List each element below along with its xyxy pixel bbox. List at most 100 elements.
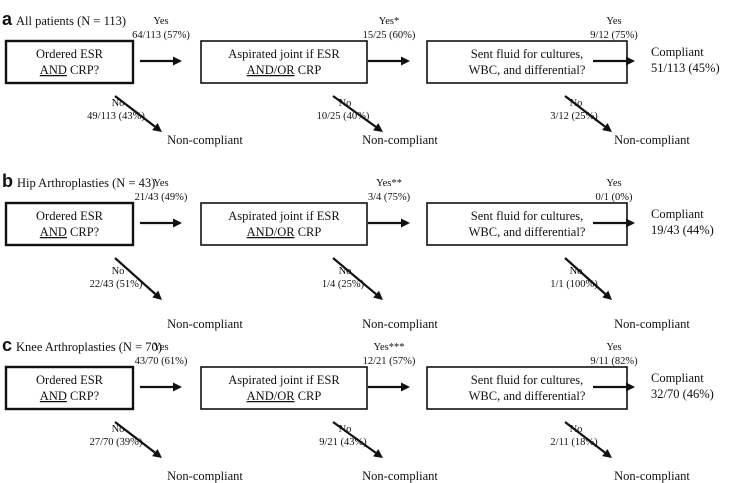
box-text-segment: CRP?	[67, 63, 100, 77]
decision-box-2: Aspirated joint if ESR AND/OR CRP	[200, 40, 368, 84]
box-text-line: AND CRP?	[40, 225, 100, 239]
underlined-keyword: AND	[40, 63, 67, 77]
yes-label: Yes	[153, 178, 168, 189]
box-text-line: AND/OR CRP	[247, 389, 322, 403]
noncompliant-outcome: Non-compliant	[167, 317, 243, 331]
noncompliant-outcome: Non-compliant	[614, 317, 690, 331]
box-text-line: Ordered ESR	[36, 373, 104, 387]
panel-b: b Hip Arthroplasties (N = 43) Ordered ESR A…	[2, 171, 714, 331]
yes-value: 12/21 (57%)	[363, 356, 416, 367]
yes-value: 0/1 (0%)	[595, 192, 633, 203]
panel-header: c Knee Arthroplasties (N = 70)	[2, 335, 162, 355]
no-arrow	[332, 257, 383, 300]
box-text-line: AND CRP?	[40, 389, 100, 403]
box-text-segment: Sent fluid for cultures,	[471, 47, 583, 61]
noncompliant-outcome: Non-compliant	[362, 133, 438, 147]
yes-label: Yes	[606, 342, 621, 353]
box-text-line: AND/OR CRP	[247, 63, 322, 77]
compliant-value: 19/43 (44%)	[651, 223, 714, 237]
box-text-segment: WBC, and differential?	[469, 389, 586, 403]
noncompliant-outcome: Non-compliant	[614, 133, 690, 147]
no-arrow	[332, 421, 383, 458]
box-text-segment: Ordered ESR	[36, 209, 104, 223]
box-text-segment: CRP?	[67, 389, 100, 403]
yes-value: 9/11 (82%)	[590, 356, 638, 367]
box-text-segment: Aspirated joint if ESR	[228, 373, 340, 387]
panel-letter: b	[2, 171, 13, 191]
box-text-line: Aspirated joint if ESR	[228, 47, 340, 61]
yes-value: 15/25 (60%)	[363, 30, 416, 41]
yes-arrow	[368, 382, 410, 392]
box-text-segment: Aspirated joint if ESR	[228, 47, 340, 61]
yes-value: 3/4 (75%)	[368, 192, 411, 203]
no-arrow	[564, 95, 612, 132]
box-text-segment: Aspirated joint if ESR	[228, 209, 340, 223]
yes-value: 64/113 (57%)	[132, 30, 190, 41]
yes-value: 9/12 (75%)	[590, 30, 638, 41]
box-text-line: Sent fluid for cultures,	[471, 47, 583, 61]
decision-box-1: Ordered ESR AND CRP?	[4, 201, 135, 247]
underlined-keyword: AND/OR	[247, 225, 296, 239]
yes-label: Yes***	[373, 342, 404, 353]
panel-letter: c	[2, 335, 12, 355]
no-label: No	[112, 98, 125, 109]
yes-arrow	[368, 218, 410, 228]
box-text-line: WBC, and differential?	[469, 225, 586, 239]
noncompliant-outcome: Non-compliant	[362, 317, 438, 331]
decision-box-2: Aspirated joint if ESR AND/OR CRP	[200, 202, 368, 246]
no-value: 9/21 (43%)	[319, 437, 367, 448]
yes-arrow	[593, 382, 635, 392]
no-value: 49/113 (43%)	[87, 111, 145, 122]
box-text-line: Ordered ESR	[36, 47, 104, 61]
yes-label: Yes	[606, 178, 621, 189]
panel-title: Knee Arthroplasties (N = 70)	[16, 340, 162, 354]
box-text-line: WBC, and differential?	[469, 389, 586, 403]
box-text-segment: WBC, and differential?	[469, 225, 586, 239]
underlined-keyword: AND	[40, 389, 67, 403]
box-text-segment: Ordered ESR	[36, 47, 104, 61]
no-label: No	[339, 266, 352, 277]
yes-arrow	[140, 56, 182, 66]
decision-box-1: Ordered ESR AND CRP?	[4, 365, 135, 411]
box-text-segment: Sent fluid for cultures,	[471, 373, 583, 387]
panel-title: All patients (N = 113)	[16, 14, 126, 28]
box-text-segment: Sent fluid for cultures,	[471, 209, 583, 223]
box-text-segment: CRP	[295, 63, 322, 77]
no-value: 2/11 (18%)	[550, 437, 598, 448]
box-text-segment: WBC, and differential?	[469, 63, 586, 77]
noncompliant-outcome: Non-compliant	[614, 469, 690, 483]
yes-value: 21/43 (49%)	[135, 192, 188, 203]
box-text-line: Aspirated joint if ESR	[228, 373, 340, 387]
panel-c: c Knee Arthroplasties (N = 70) Ordered ESR…	[2, 335, 714, 483]
panel-title: Hip Arthroplasties (N = 43)	[17, 176, 155, 190]
yes-label: Yes	[606, 16, 621, 27]
no-value: 1/4 (25%)	[322, 279, 365, 290]
no-arrow	[114, 421, 162, 458]
no-label: No	[570, 266, 583, 277]
noncompliant-outcome: Non-compliant	[167, 133, 243, 147]
box-text-segment: CRP?	[67, 225, 100, 239]
yes-value: 43/70 (61%)	[135, 356, 188, 367]
no-value: 27/70 (39%)	[90, 437, 143, 448]
no-arrow	[564, 421, 612, 458]
yes-label: Yes	[153, 342, 168, 353]
noncompliant-outcome: Non-compliant	[362, 469, 438, 483]
panel-letter: a	[2, 9, 13, 29]
no-arrow	[114, 95, 162, 132]
decision-box-2: Aspirated joint if ESR AND/OR CRP	[200, 366, 368, 410]
compliant-label: Compliant	[651, 371, 704, 385]
box-text-line: Aspirated joint if ESR	[228, 209, 340, 223]
box-text-segment: CRP	[295, 389, 322, 403]
underlined-keyword: AND/OR	[247, 63, 296, 77]
box-text-line: AND CRP?	[40, 63, 100, 77]
no-value: 22/43 (51%)	[90, 279, 143, 290]
box-text-line: AND/OR CRP	[247, 225, 322, 239]
no-label: No	[112, 266, 125, 277]
yes-arrow	[593, 56, 635, 66]
no-arrow	[564, 257, 612, 300]
panel-header: b Hip Arthroplasties (N = 43)	[2, 171, 155, 191]
underlined-keyword: AND/OR	[247, 389, 296, 403]
